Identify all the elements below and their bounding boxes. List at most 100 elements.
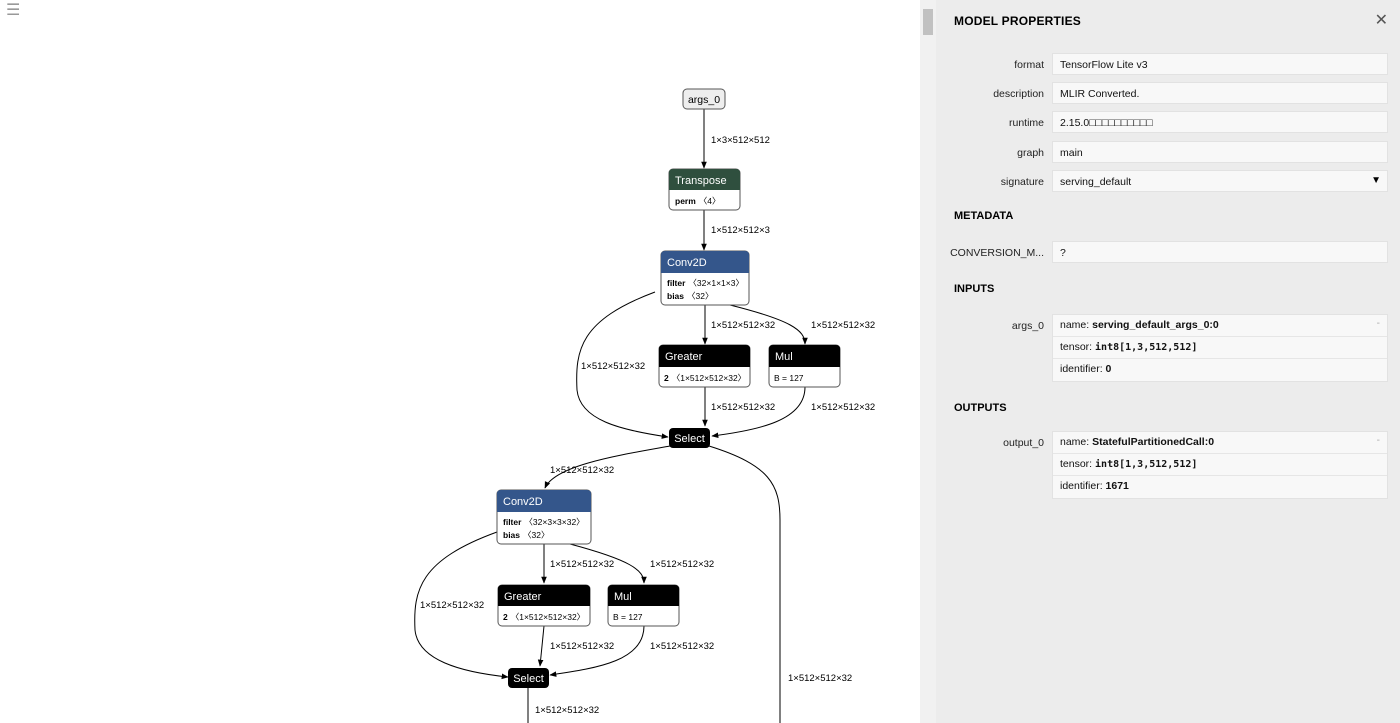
node-conv2d-1[interactable]: Conv2D filter〈32×1×1×3〉 bias〈32〉 <box>660 250 750 306</box>
edge-label: 1×512×512×32 <box>650 641 714 652</box>
name-key: name: <box>1060 319 1090 331</box>
edge-select-conv2 <box>544 445 671 489</box>
edge-label: 1×512×512×32 <box>811 402 875 413</box>
inputs-title: INPUTS <box>954 283 995 295</box>
attr-key: perm <box>675 196 696 206</box>
hamburger-menu-icon[interactable]: ☰ <box>6 2 21 19</box>
identifier-key: identifier: <box>1060 363 1103 375</box>
svg-text:2〈1×512×512×32〉: 2〈1×512×512×32〉 <box>503 612 585 622</box>
edge-label: 1×512×512×32 <box>550 559 614 570</box>
svg-text:filter〈32×1×1×3〉: filter〈32×1×1×3〉 <box>667 278 744 288</box>
attr-key: filter <box>667 278 686 288</box>
node-args-0[interactable]: args_0 <box>682 88 726 110</box>
output-tensor-line: tensor: int8[1,3,512,512] <box>1053 454 1387 476</box>
svg-text:bias〈32〉: bias〈32〉 <box>503 530 549 540</box>
attr-val: 〈32〉 <box>687 291 713 301</box>
node-transpose-title: Transpose <box>675 175 727 187</box>
signature-value: serving_default <box>1060 176 1132 188</box>
attr-val: 〈1×512×512×32〉 <box>511 612 585 622</box>
node-mul1-attr: B = 127 <box>774 373 804 383</box>
tensor-key: tensor: <box>1060 458 1093 470</box>
node-transpose[interactable]: Transpose perm〈4〉 <box>668 168 741 211</box>
node-greater2-title: Greater <box>504 591 542 603</box>
svg-text:filter〈32×3×3×32〉: filter〈32×3×3×32〉 <box>503 517 585 527</box>
attr-val: 〈4〉 <box>699 196 721 206</box>
panel-title: MODEL PROPERTIES <box>954 14 1081 28</box>
node-args-label: args_0 <box>688 94 720 106</box>
runtime-value: 2.15.0□□□□□□□□□□ <box>1052 111 1388 133</box>
scrollbar-thumb[interactable] <box>923 9 933 35</box>
edge-mul-select <box>711 386 806 438</box>
node-select1-title: Select <box>674 433 705 445</box>
edge-conv-mul <box>729 304 808 345</box>
runtime-label: runtime <box>1008 117 1044 129</box>
attr-val: 〈32×3×3×32〉 <box>524 517 584 527</box>
attr-key: bias <box>667 291 684 301</box>
edge-conv2-select2 <box>414 531 509 680</box>
svg-text:bias〈32〉: bias〈32〉 <box>667 291 713 301</box>
edge-label: 1×512×512×32 <box>811 320 875 331</box>
attr-val: 〈32×1×1×3〉 <box>688 278 744 288</box>
metadata-title: METADATA <box>954 210 1014 222</box>
outputs-title: OUTPUTS <box>954 402 1007 414</box>
input-name-line: name: serving_default_args_0:0 - <box>1053 315 1387 337</box>
output-tensor-value: int8[1,3,512,512] <box>1095 459 1198 470</box>
conversion-label: CONVERSION_M... <box>950 247 1044 259</box>
node-select-2[interactable]: Select <box>508 668 549 688</box>
expand-toggle[interactable]: - <box>1376 435 1380 446</box>
node-conv2d-2[interactable]: Conv2D filter〈32×3×3×32〉 bias〈32〉 <box>496 489 592 545</box>
attr-val: 〈1×512×512×32〉 <box>672 373 746 383</box>
edge-select-down <box>708 445 781 723</box>
description-label: description <box>993 88 1044 100</box>
node-mul-2[interactable]: Mul B = 127 <box>607 584 680 627</box>
output-name-value: StatefulPartitionedCall:0 <box>1092 436 1215 448</box>
graph-canvas[interactable]: ☰ 1×3×512×512 1×512×512×3 1×512×512×32 1… <box>0 0 920 723</box>
edge-label: 1×3×512×512 <box>711 135 770 146</box>
edge-mul2-select2 <box>549 625 645 677</box>
edge-label: 1×512×512×32 <box>420 600 484 611</box>
node-mul2-title: Mul <box>614 591 632 603</box>
graph-svg: 1×3×512×512 1×512×512×3 1×512×512×32 1×5… <box>414 88 875 723</box>
graph-value: main <box>1052 141 1388 163</box>
output-0-group[interactable]: name: StatefulPartitionedCall:0 - tensor… <box>1052 431 1388 499</box>
attr-key: 2 <box>503 612 508 622</box>
edge-label: 1×512×512×32 <box>581 361 645 372</box>
node-conv1-title: Conv2D <box>667 257 707 269</box>
node-mul2-attr: B = 127 <box>613 612 643 622</box>
edge-label: 1×512×512×32 <box>788 673 852 684</box>
edge-label: 1×512×512×32 <box>550 465 614 476</box>
edge-conv-select <box>576 291 669 439</box>
close-icon[interactable]: ✕ <box>1374 12 1388 29</box>
node-mul-1[interactable]: Mul B = 127 <box>768 344 841 388</box>
edge-label: 1×512×512×32 <box>535 705 599 716</box>
expand-toggle[interactable]: - <box>1376 318 1380 329</box>
output-identifier-value: 1671 <box>1105 480 1129 492</box>
signature-label: signature <box>1000 176 1044 188</box>
input-tensor-value: int8[1,3,512,512] <box>1095 342 1198 353</box>
node-greater-2[interactable]: Greater 2〈1×512×512×32〉 <box>497 584 591 627</box>
node-select-1[interactable]: Select <box>669 428 710 448</box>
edge-label: 1×512×512×3 <box>711 225 770 236</box>
node-greater-1[interactable]: Greater 2〈1×512×512×32〉 <box>658 344 751 388</box>
node-mul1-title: Mul <box>775 351 793 363</box>
input-identifier-value: 0 <box>1105 363 1112 375</box>
vertical-scrollbar[interactable] <box>920 0 936 723</box>
attr-val: 〈32〉 <box>523 530 549 540</box>
input-tensor-line: tensor: int8[1,3,512,512] <box>1053 337 1387 359</box>
model-properties-panel: MODEL PROPERTIES ✕ format TensorFlow Lit… <box>936 0 1400 723</box>
edge-label: 1×512×512×32 <box>711 320 775 331</box>
conversion-value: ? <box>1052 241 1388 263</box>
signature-select[interactable]: serving_default ▼ <box>1052 170 1388 192</box>
input-args-0-group[interactable]: name: serving_default_args_0:0 - tensor:… <box>1052 314 1388 382</box>
edge-conv2-mul2 <box>569 543 647 584</box>
svg-text:2〈1×512×512×32〉: 2〈1×512×512×32〉 <box>664 373 746 383</box>
edge-greater2-select2 <box>537 625 545 667</box>
svg-text:perm〈4〉: perm〈4〉 <box>675 196 721 206</box>
attr-key: bias <box>503 530 520 540</box>
edge-label: 1×512×512×32 <box>650 559 714 570</box>
graph-label: graph <box>1017 147 1044 159</box>
edge-label: 1×512×512×32 <box>550 641 614 652</box>
chevron-down-icon[interactable]: ▼ <box>1371 175 1381 186</box>
format-label: format <box>1014 59 1044 71</box>
format-value: TensorFlow Lite v3 <box>1052 53 1388 75</box>
